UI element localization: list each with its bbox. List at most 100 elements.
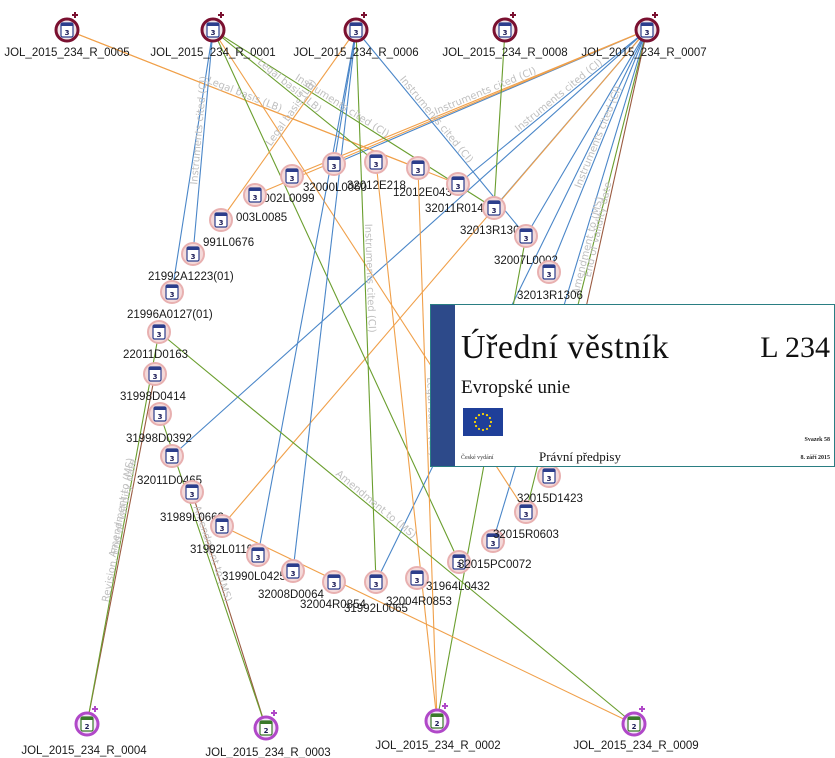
edge-label: Instruments cited (CI) <box>433 66 538 118</box>
cited-act-label: 22011D0163 <box>123 349 188 361</box>
badge-number: 3 <box>547 475 552 483</box>
document-label: JOL_2015_234_R_0006 <box>293 47 418 59</box>
edge-label: Instruments cited (CI) <box>397 74 475 165</box>
edge-a17-b2[interactable] <box>191 491 267 729</box>
cover-section: Právní předpisy <box>539 449 621 464</box>
edge-d2-a2[interactable] <box>212 29 377 163</box>
flag-star <box>477 413 481 417</box>
badge-number: 3 <box>416 167 421 175</box>
edge-d5-a6[interactable] <box>457 29 648 185</box>
document-label: JOL_2015_234_R_0008 <box>442 47 567 59</box>
badge-number: 3 <box>170 291 175 299</box>
badge-header <box>187 247 199 250</box>
cited-act-label: 003L0085 <box>236 212 287 224</box>
edge-d5-a5[interactable] <box>254 29 648 196</box>
cited-act-label: 32008D0064 <box>258 589 324 601</box>
badge-number: 3 <box>291 570 296 578</box>
document-label: JOL_2015_234_R_0002 <box>375 740 500 752</box>
flag-star <box>489 420 493 424</box>
edge-d2-a24[interactable] <box>212 29 460 563</box>
plus-icon[interactable] <box>271 710 277 716</box>
badge-number: 3 <box>332 581 337 589</box>
edge-d2-a10[interactable] <box>192 29 214 255</box>
plus-icon[interactable] <box>218 12 224 18</box>
badge-number: 2 <box>632 723 637 731</box>
plus-icon[interactable] <box>510 12 516 18</box>
edge-d3-a20[interactable] <box>292 29 357 572</box>
badge-header <box>260 721 272 724</box>
plus-icon[interactable] <box>92 706 98 712</box>
edge-d5-a11[interactable] <box>548 29 648 273</box>
edge-d5-a18[interactable] <box>221 29 648 527</box>
badge-header <box>628 717 640 720</box>
plus-icon[interactable] <box>72 12 78 18</box>
edge-d3-a22[interactable] <box>355 29 377 583</box>
plus-icon[interactable] <box>361 12 367 18</box>
edge-d2-a12[interactable] <box>171 29 214 293</box>
cited-act-node-a20[interactable]: 3 32008D0064 <box>258 559 324 601</box>
cover-volume: Svazek 58 <box>804 437 831 443</box>
edge-d3-a19[interactable] <box>257 29 357 556</box>
cover-stripe <box>431 305 455 466</box>
edge-d2-a7[interactable] <box>212 29 495 209</box>
badge-number: 3 <box>547 271 552 279</box>
edge-d3-a8[interactable] <box>220 29 357 221</box>
edge-label: Instruments cited (CI) <box>573 85 624 190</box>
badge-number: 3 <box>253 194 258 202</box>
badge-header <box>370 155 382 158</box>
badge-header <box>499 23 511 26</box>
badge-header <box>487 534 499 537</box>
cited-act-node-a5[interactable]: 3 003L0085 <box>236 183 287 224</box>
flag-star <box>474 424 478 428</box>
badge-number: 3 <box>491 540 496 548</box>
flag-star <box>485 413 489 417</box>
edge-a2-b3[interactable] <box>375 161 438 722</box>
flag-star <box>477 427 481 431</box>
edge-a13-b1[interactable] <box>86 331 160 725</box>
edge-d5-a16[interactable] <box>171 29 648 457</box>
edge-a3-b3[interactable] <box>417 167 438 722</box>
edge-a14-b1[interactable] <box>86 373 156 725</box>
badge-header <box>412 161 424 164</box>
edge-d5-a9[interactable] <box>525 29 648 237</box>
edge-d4-a7[interactable] <box>493 29 506 209</box>
plus-icon[interactable] <box>652 12 658 18</box>
plus-icon[interactable] <box>442 703 448 709</box>
plus-icon[interactable] <box>639 706 645 712</box>
edge-a13-b4[interactable] <box>158 331 635 725</box>
edge-a18-b4[interactable] <box>221 525 635 725</box>
